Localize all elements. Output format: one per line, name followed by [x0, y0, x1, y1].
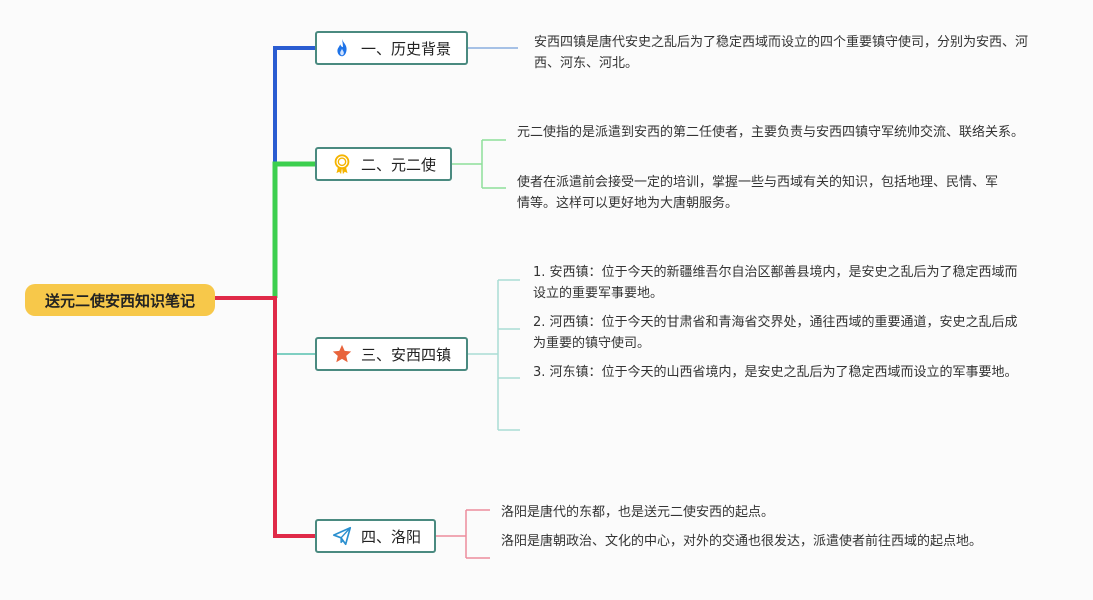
- topic-luoyang[interactable]: 四、洛阳: [315, 519, 436, 553]
- topic-anxi-four-garrisons[interactable]: 三、安西四镇: [315, 337, 468, 371]
- note-garrison-3: 3. 河东镇：位于今天的山西省境内，是安史之乱后为了稳定西域而设立的军事要地。: [533, 365, 1018, 380]
- root-title: 送元二使安西知识笔记: [44, 291, 195, 310]
- topic-history-background[interactable]: 一、历史背景: [315, 31, 468, 65]
- award-ribbon-icon: [331, 153, 353, 175]
- note-luoyang-1: 洛阳是唐代的东都，也是送元二使安西的起点。: [501, 505, 775, 520]
- star-icon: [331, 343, 353, 365]
- topic-title: 四、洛阳: [361, 527, 422, 546]
- branch-line-1: [215, 46, 315, 300]
- root-topic[interactable]: 送元二使安西知识笔记: [25, 284, 215, 316]
- topic-title: 三、安西四镇: [361, 345, 452, 364]
- note-history-1: 安西四镇是唐代安史之乱后为了稳定西域而设立的四个重要镇守使司，分别为安西、河西、…: [534, 35, 1029, 71]
- note-envoy-1: 元二使指的是派遣到安西的第二任使者，主要负责与安西四镇守军统帅交流、联络关系。: [517, 125, 1025, 140]
- branch-line-4: [215, 296, 315, 538]
- note-garrison-1: 1. 安西镇：位于今天的新疆维吾尔自治区鄯善县境内，是安史之乱后为了稳定西域而设…: [533, 265, 1018, 301]
- note-bracket-4: [436, 509, 490, 559]
- topic-title: 二、元二使: [361, 155, 437, 174]
- note-envoy-2: 使者在派遣前会接受一定的培训，掌握一些与西域有关的知识，包括地理、民情、军情等。…: [517, 175, 999, 211]
- note-garrison-2: 2. 河西镇：位于今天的甘肃省和青海省交界处，通往西域的重要通道，安史之乱后成为…: [533, 315, 1018, 351]
- topic-yuan-er-envoy[interactable]: 二、元二使: [315, 147, 452, 181]
- topic-title: 一、历史背景: [361, 39, 452, 58]
- note-luoyang-2: 洛阳是唐朝政治、文化的中心，对外的交通也很发达，派遣使者前往西域的起点地。: [501, 534, 983, 549]
- branch-line-3: [274, 298, 315, 355]
- branch-line-2: [272, 161, 315, 298]
- note-bracket-3: [468, 279, 520, 431]
- fire-icon: [331, 37, 353, 59]
- paper-plane-icon: [331, 525, 353, 547]
- note-bracket-2: [452, 139, 506, 189]
